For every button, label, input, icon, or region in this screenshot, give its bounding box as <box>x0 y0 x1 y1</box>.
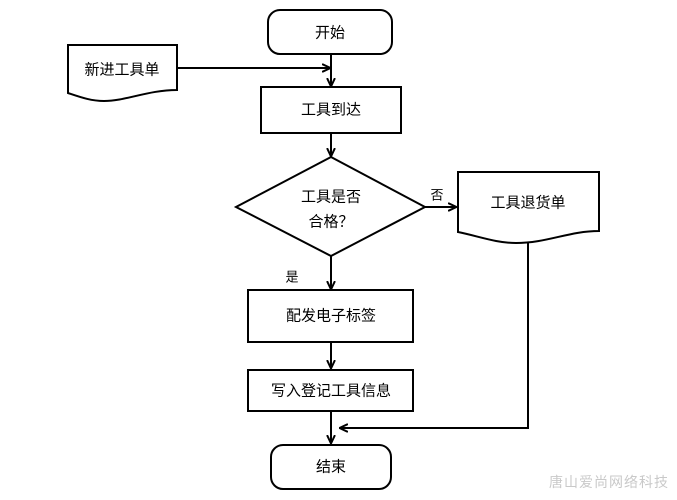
node-decision[interactable]: 工具是否 合格？ <box>233 155 428 258</box>
start-shape <box>267 9 393 55</box>
node-new-form[interactable]: 新进工具单 <box>67 44 178 103</box>
decision-label-line1: 工具是否 <box>301 188 361 206</box>
edge-label-no: 否 <box>430 189 443 204</box>
new-form-shape <box>67 44 178 103</box>
write-info-label: 写入登记工具信息 <box>271 382 391 400</box>
end-shape <box>270 444 392 490</box>
tag-label: 配发电子标签 <box>286 307 376 325</box>
arrive-label: 工具到达 <box>301 101 361 119</box>
node-return-doc[interactable]: 工具退货单 <box>457 171 600 245</box>
tag-shape <box>247 289 414 343</box>
node-start[interactable]: 开始 <box>267 9 393 55</box>
node-end[interactable]: 结束 <box>270 444 392 490</box>
return-doc-shape <box>457 171 600 245</box>
end-label: 结束 <box>316 458 346 476</box>
write-info-shape <box>247 369 414 412</box>
decision-label-line2: 合格？ <box>308 213 353 231</box>
decision-shape <box>233 155 428 258</box>
edge-returndoc-to-end <box>340 240 529 428</box>
node-tag[interactable]: 配发电子标签 <box>247 289 414 343</box>
new-form-label: 新进工具单 <box>84 61 159 79</box>
connector-layer <box>177 54 529 443</box>
node-arrive[interactable]: 工具到达 <box>260 86 402 134</box>
node-write-info[interactable]: 写入登记工具信息 <box>247 369 414 412</box>
watermark-text: 唐山爱尚网络科技 <box>549 475 669 491</box>
arrive-shape <box>260 86 402 134</box>
edge-label-yes: 是 <box>285 271 298 286</box>
return-doc-label: 工具退货单 <box>490 194 565 212</box>
start-label: 开始 <box>315 24 345 42</box>
